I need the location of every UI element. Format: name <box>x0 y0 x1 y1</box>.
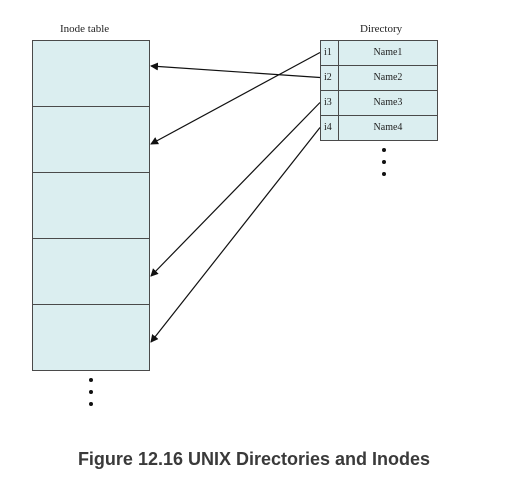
inode-row <box>33 173 149 239</box>
arrow-i4 <box>150 127 321 343</box>
inode-row <box>33 107 149 173</box>
directory-entry-name: Name3 <box>373 97 403 108</box>
inode-table-title: Inode table <box>60 23 110 35</box>
directory-entry-name: Name4 <box>373 122 403 133</box>
ellipsis-dot <box>382 172 386 176</box>
directory-continuation-dots <box>382 148 386 184</box>
directory-entry-name: Name1 <box>373 47 403 58</box>
directory-entry-inode: i4 <box>321 116 339 140</box>
directory-table: i1 Name1 i2 Name2 i3 Name3 i4 Name4 <box>320 40 438 141</box>
inode-row <box>33 239 149 305</box>
inode-row <box>33 41 149 107</box>
arrow-i2 <box>150 62 321 79</box>
inode-row <box>33 305 149 371</box>
ellipsis-dot <box>89 390 93 394</box>
directory-entry-name: Name2 <box>373 72 403 83</box>
directory-entry-inode: i3 <box>321 91 339 115</box>
directory-entry: i1 Name1 <box>321 41 437 66</box>
figure-caption: Figure 12.16 UNIX Directories and Inodes <box>77 449 431 469</box>
inode-table <box>32 40 150 371</box>
ellipsis-dot <box>382 160 386 164</box>
directory-entry-inode: i2 <box>321 66 339 90</box>
arrow-i3 <box>150 102 321 277</box>
ellipsis-dot <box>382 148 386 152</box>
directory-entry: i2 Name2 <box>321 66 437 91</box>
ellipsis-dot <box>89 402 93 406</box>
ellipsis-dot <box>89 378 93 382</box>
directory-entry-inode: i1 <box>321 41 339 65</box>
directory-entry: i4 Name4 <box>321 116 437 141</box>
arrow-i1 <box>150 51 321 145</box>
directory-title: Directory <box>360 23 403 35</box>
inode-continuation-dots <box>89 378 93 414</box>
directory-entry: i3 Name3 <box>321 91 437 116</box>
